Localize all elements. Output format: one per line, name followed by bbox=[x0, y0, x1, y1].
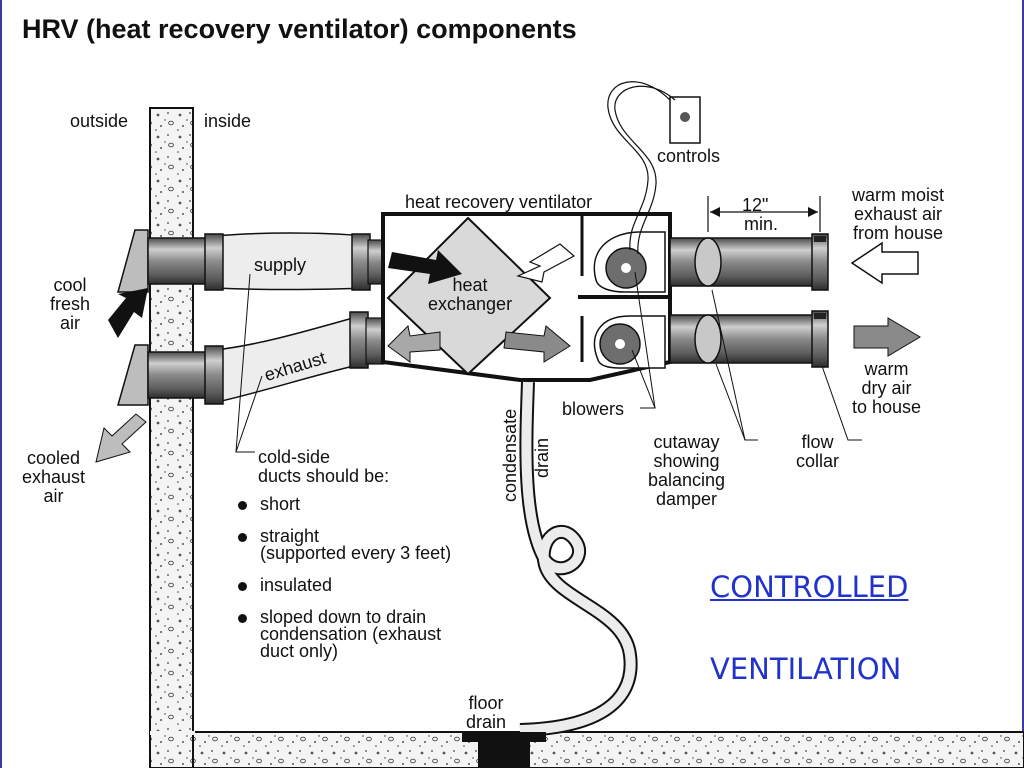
blower-bottom bbox=[593, 315, 666, 369]
wall bbox=[149, 107, 194, 768]
cooled-exhaust-arrow bbox=[95, 413, 147, 463]
exhaust-hood bbox=[117, 344, 149, 406]
supply-out-arrow bbox=[503, 325, 571, 363]
control-wire bbox=[607, 81, 671, 251]
flow-collar-leader bbox=[821, 365, 862, 441]
label-inside: inside bbox=[204, 111, 252, 131]
label-warm-dry-air: warm dry air to house bbox=[852, 359, 922, 417]
list-item: short bbox=[238, 495, 451, 513]
slide-border-right bbox=[1022, 0, 1024, 768]
supply-hood bbox=[117, 229, 149, 293]
label-drain: drain bbox=[532, 437, 552, 478]
label-cutaway-damper: cutaway showing balancing damper bbox=[648, 432, 726, 509]
exhaust-out-arrow bbox=[387, 324, 441, 363]
diagram-title: HRV (heat recovery ventilator) component… bbox=[22, 14, 577, 44]
duct-requirements-list: short straight (supported every 3 feet) … bbox=[238, 495, 451, 675]
flow-collar-top bbox=[811, 233, 829, 291]
label-controls: controls bbox=[657, 146, 721, 166]
floor-drain-grate bbox=[462, 732, 546, 742]
flow-collar-bottom bbox=[811, 310, 829, 368]
exhaust-in-arrow bbox=[516, 243, 576, 283]
list-item: insulated bbox=[238, 576, 451, 594]
slide-border-left bbox=[0, 0, 2, 768]
label-flow-collar: flow collar bbox=[796, 432, 840, 471]
list-item: straight (supported every 3 feet) bbox=[238, 527, 451, 562]
overlay-ventilation: VENTILATION bbox=[710, 652, 902, 686]
damper-top bbox=[694, 237, 722, 287]
label-supply: supply bbox=[254, 255, 307, 275]
list-item: sloped down to drain condensation (exhau… bbox=[238, 608, 451, 660]
label-cooled-exhaust-air: cooled exhaust air bbox=[22, 448, 86, 506]
warm-exhaust-pipe bbox=[669, 237, 821, 287]
floor bbox=[192, 731, 1024, 768]
supply-flow-arrow bbox=[388, 250, 462, 284]
label-heat-exchanger: heat exchanger bbox=[428, 275, 513, 314]
warm-supply-pipe bbox=[669, 314, 821, 364]
label-12-inch: 12" bbox=[742, 195, 769, 215]
label-condensate: condensate bbox=[500, 408, 520, 502]
label-cold-side-ducts: cold-side ducts should be: bbox=[258, 447, 390, 486]
cool-fresh-air-arrow bbox=[108, 288, 148, 338]
label-min: min. bbox=[744, 214, 779, 234]
warm-dry-arrow bbox=[853, 317, 921, 357]
label-warm-moist-exhaust: warm moist exhaust air from house bbox=[852, 185, 945, 243]
cold-side-leader bbox=[235, 273, 255, 453]
label-heat-recovery-ventilator: heat recovery ventilator bbox=[405, 192, 593, 212]
label-blowers: blowers bbox=[562, 399, 625, 419]
cutaway-leader bbox=[711, 289, 758, 441]
label-cool-fresh-air: cool fresh air bbox=[50, 275, 91, 333]
label-floor-drain: floor drain bbox=[466, 693, 507, 732]
warm-moist-arrow bbox=[850, 241, 919, 285]
damper-bottom bbox=[694, 314, 722, 364]
label-outside: outside bbox=[70, 111, 129, 131]
overlay-controlled: CONTROLLED bbox=[710, 570, 909, 604]
